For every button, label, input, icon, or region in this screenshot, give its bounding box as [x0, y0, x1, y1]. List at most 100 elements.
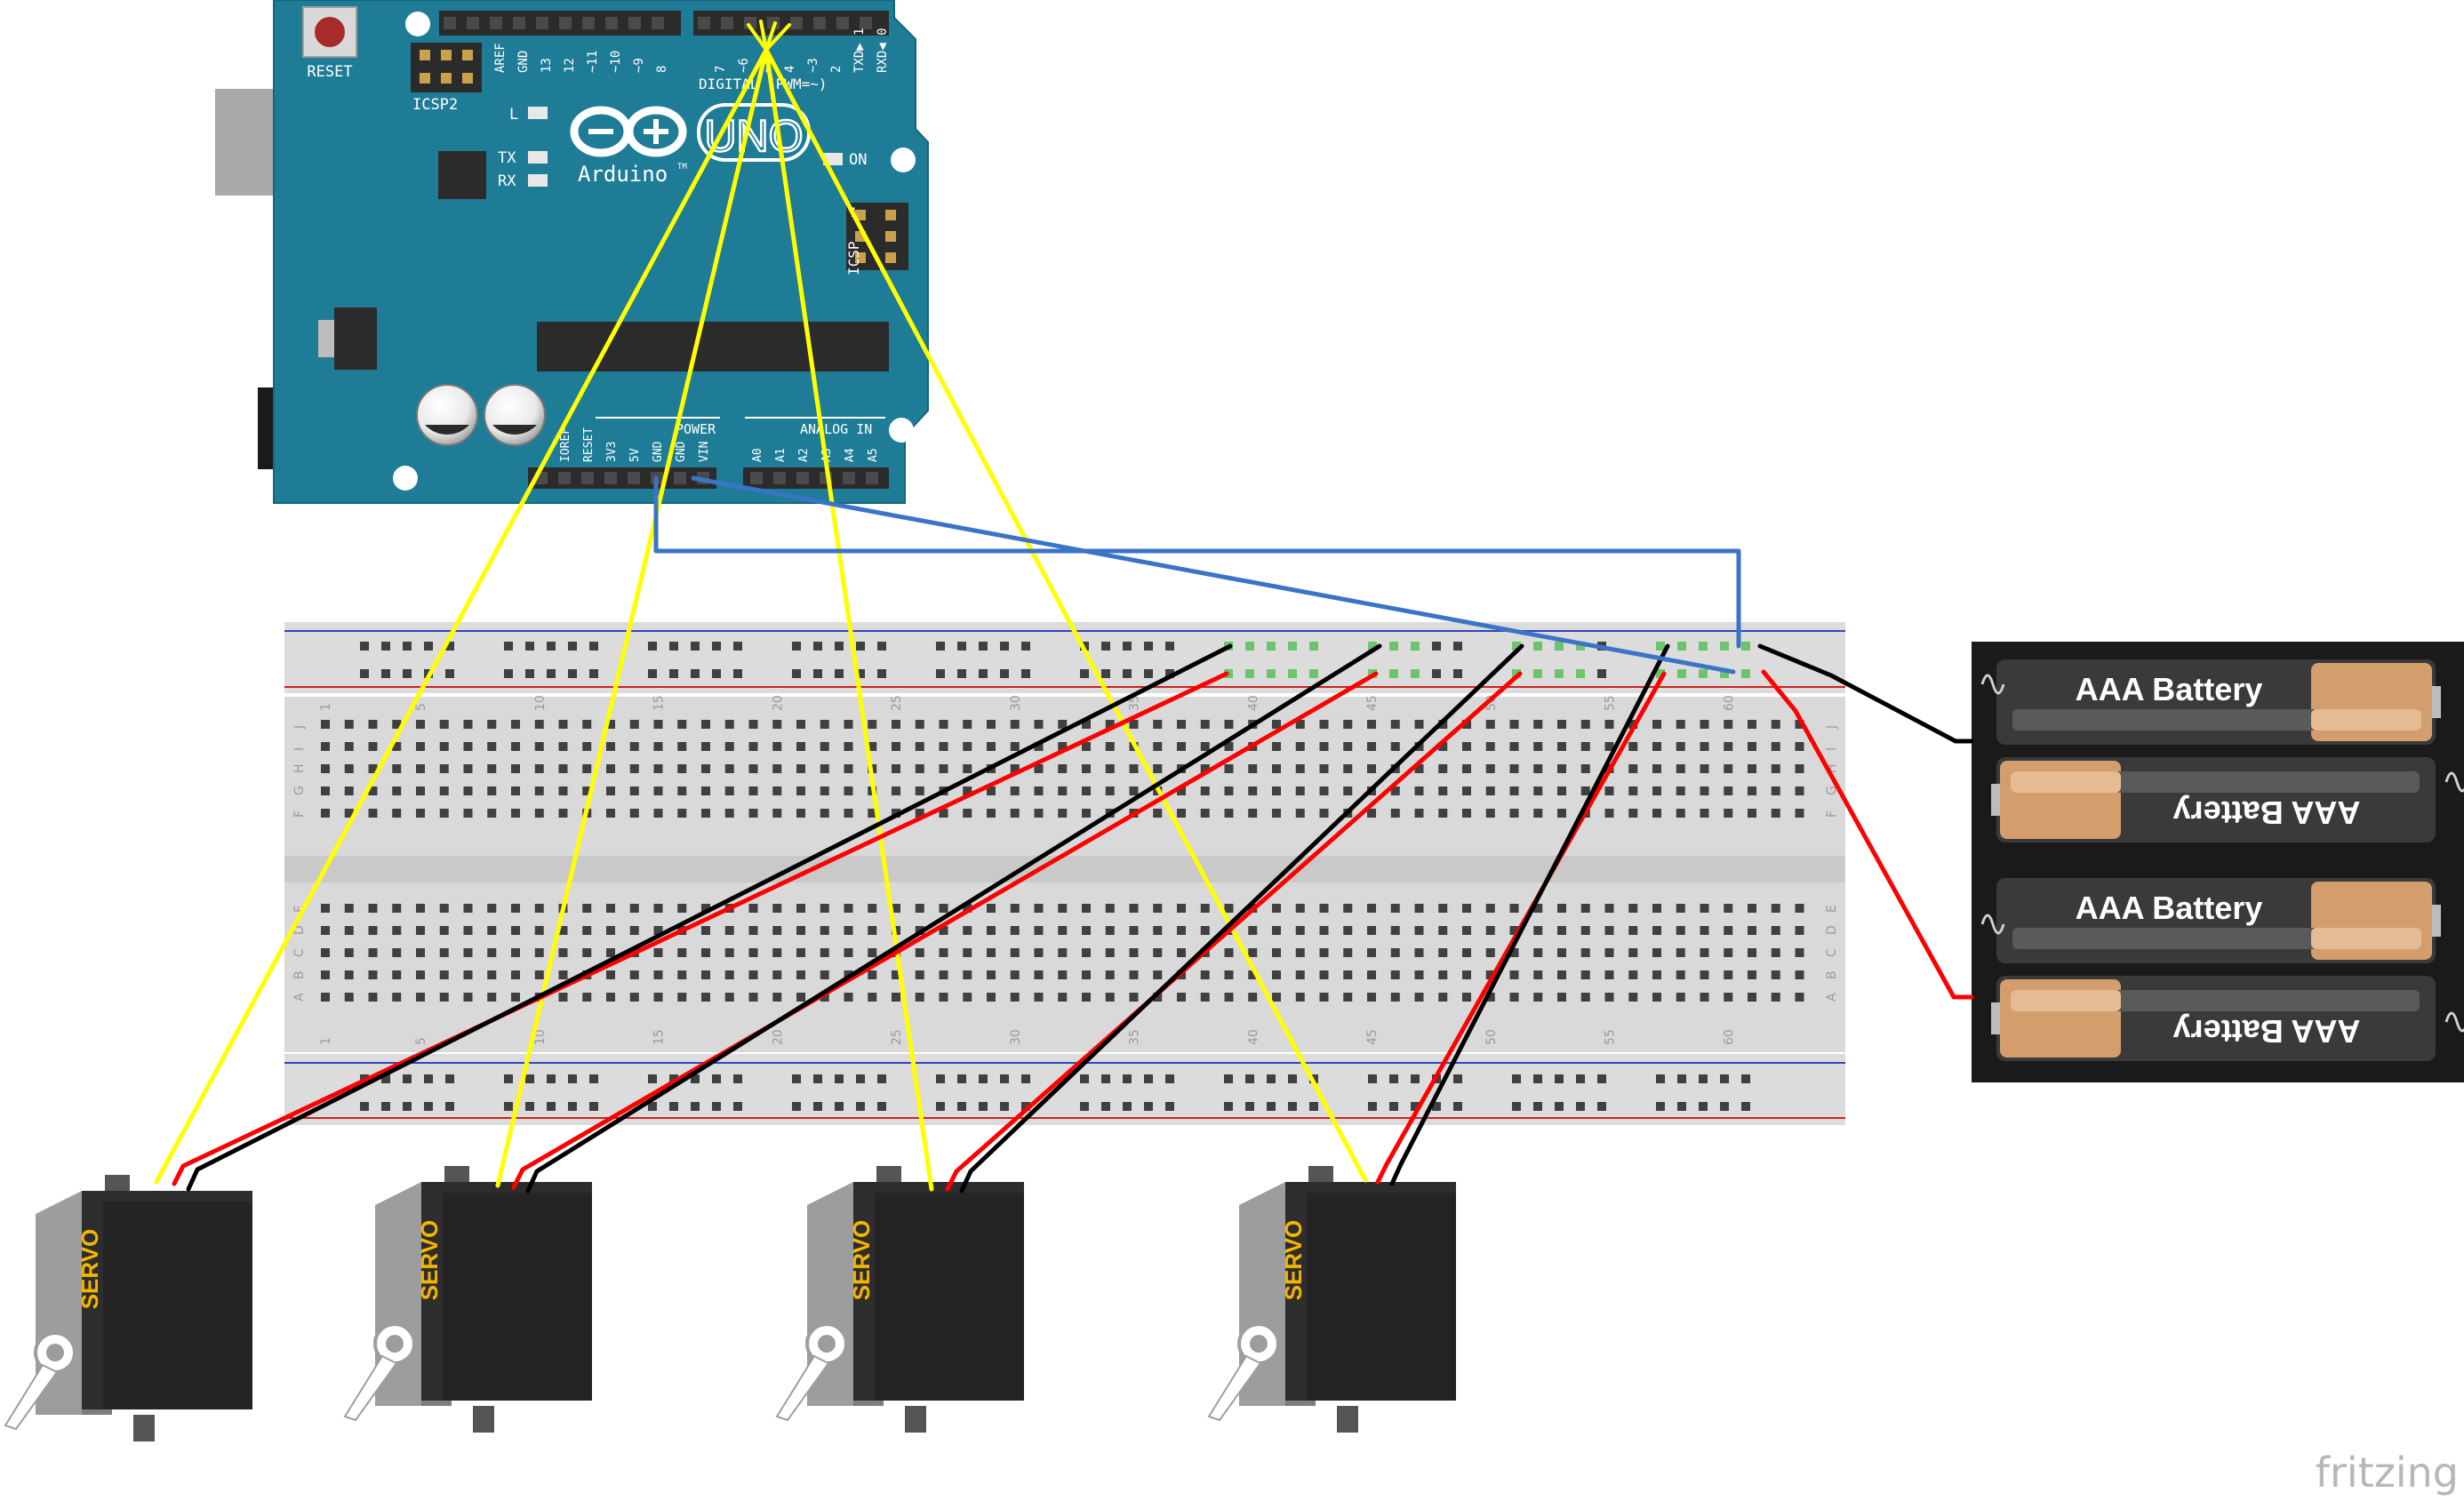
- breadboard-hole: [677, 904, 687, 913]
- breadboard-hole: [653, 926, 663, 935]
- arduino-pin-hole: [721, 17, 733, 29]
- breadboard-hole: [748, 993, 758, 1002]
- arduino-pin-hole: [467, 17, 479, 29]
- breadboard-rail-hole: [979, 642, 988, 651]
- breadboard-hole: [868, 948, 877, 957]
- digital-header-label: DIGITAL (PWM=~): [699, 76, 828, 92]
- breadboard-hole: [868, 993, 877, 1002]
- breadboard-hole: [511, 904, 520, 913]
- breadboard-rail-hole: [712, 1074, 721, 1083]
- breadboard-hole: [1153, 764, 1163, 773]
- breadboard-rail-hole: [856, 1102, 865, 1111]
- breadboard-hole: [1533, 970, 1543, 979]
- servo-label: SERVO: [416, 1220, 443, 1301]
- breadboard-rail-hole: [691, 1102, 700, 1111]
- breadboard-rail-hole: [1080, 1074, 1089, 1083]
- breadboard-rail-hole: [835, 642, 844, 651]
- breadboard-rail-hole: [1512, 1074, 1521, 1083]
- breadboard-hole: [653, 720, 663, 729]
- breadboard-rail-hole: [1101, 1074, 1110, 1083]
- breadboard-hole: [1414, 948, 1424, 957]
- breadboard-hole: [582, 926, 592, 935]
- breadboard-rail-hole: [1677, 1074, 1686, 1083]
- breadboard-hole: [1367, 742, 1376, 751]
- breadboard-rail-hole: [1389, 642, 1398, 651]
- breadboard-rail-hole: [1453, 642, 1462, 651]
- breadboard-hole: [1604, 904, 1614, 913]
- breadboard-rail-hole: [381, 1074, 390, 1083]
- breadboard-rail-hole: [733, 669, 742, 678]
- breadboard-hole: [1010, 742, 1020, 751]
- breadboard-column-number: 25: [890, 695, 904, 711]
- breadboard-rail-hole: [813, 1102, 822, 1111]
- breadboard-hole: [1628, 809, 1638, 818]
- breadboard-hole: [416, 904, 425, 913]
- board-pcb: [273, 0, 929, 504]
- breadboard-hole: [1557, 993, 1566, 1002]
- breadboard-hole: [629, 970, 639, 979]
- breadboard-hole: [416, 764, 425, 773]
- breadboard-hole: [1295, 786, 1305, 795]
- breadboard-hole: [892, 742, 900, 751]
- breadboard-hole: [606, 809, 615, 818]
- breadboard-hole: [1224, 764, 1234, 773]
- breadboard-hole: [892, 993, 900, 1002]
- breadboard-hole: [677, 970, 687, 979]
- breadboard-hole: [1200, 764, 1210, 773]
- breadboard-rail-hole: [1656, 1102, 1665, 1111]
- reset-label: RESET: [307, 63, 352, 81]
- breadboard-hole: [1129, 948, 1139, 957]
- breadboard-hole: [1390, 970, 1400, 979]
- breadboard-rail-hole: [1267, 669, 1276, 678]
- breadboard-hole: [1462, 926, 1471, 935]
- breadboard-hole: [534, 764, 544, 773]
- breadboard-rail-hole: [979, 1102, 988, 1111]
- breadboard-hole: [1082, 809, 1091, 818]
- breadboard-hole: [1414, 720, 1424, 729]
- breadboard-hole: [1058, 742, 1068, 751]
- breadboard-hole: [1652, 993, 1661, 1002]
- capacitor: [484, 384, 546, 446]
- arduino-pin-hole: [843, 472, 855, 484]
- breadboard-hole: [439, 786, 449, 795]
- breadboard-hole: [1177, 720, 1186, 729]
- breadboard-rail-hole: [1123, 1102, 1132, 1111]
- breadboard-rail-hole: [381, 642, 390, 651]
- breadboard-rail-hole: [547, 669, 556, 678]
- common-ground-wire: [653, 475, 1741, 649]
- breadboard-hole: [439, 720, 449, 729]
- breadboard-hole: [1485, 764, 1495, 773]
- breadboard-hole: [868, 809, 877, 818]
- breadboard-hole: [439, 742, 449, 751]
- breadboard-hole: [1604, 926, 1614, 935]
- breadboard-column-number: 60: [1722, 1029, 1736, 1045]
- breadboard-hole: [1580, 948, 1590, 957]
- breadboard-hole: [1438, 742, 1448, 751]
- breadboard-hole: [1367, 809, 1376, 818]
- breadboard-rail-hole: [835, 1074, 844, 1083]
- breadboard-column-number: 25: [890, 1029, 904, 1045]
- breadboard-hole: [534, 948, 544, 957]
- breadboard-rail-hole: [813, 669, 822, 678]
- breadboard-rail-hole: [1165, 642, 1174, 651]
- arduino-trademark: TM: [677, 163, 687, 172]
- breadboard-hole: [1200, 809, 1210, 818]
- breadboard-rail-hole: [792, 1074, 801, 1083]
- breadboard-row-letter: H: [292, 763, 307, 773]
- breadboard-hole: [1676, 993, 1685, 1002]
- breadboard-hole: [772, 720, 782, 729]
- breadboard-rail-hole: [1677, 642, 1686, 651]
- breadboard-hole: [344, 993, 354, 1002]
- breadboard-hole: [582, 786, 592, 795]
- breadboard-rail-hole: [957, 669, 966, 678]
- breadboard-hole: [772, 970, 782, 979]
- breadboard-row-letter: I: [292, 747, 307, 751]
- breadboard-rail-hole: [1699, 669, 1708, 678]
- breadboard-hole: [1082, 720, 1091, 729]
- breadboard-rail-hole: [835, 1102, 844, 1111]
- breadboard-hole: [511, 764, 520, 773]
- mounting-hole: [891, 148, 916, 172]
- breadboard-hole: [677, 742, 687, 751]
